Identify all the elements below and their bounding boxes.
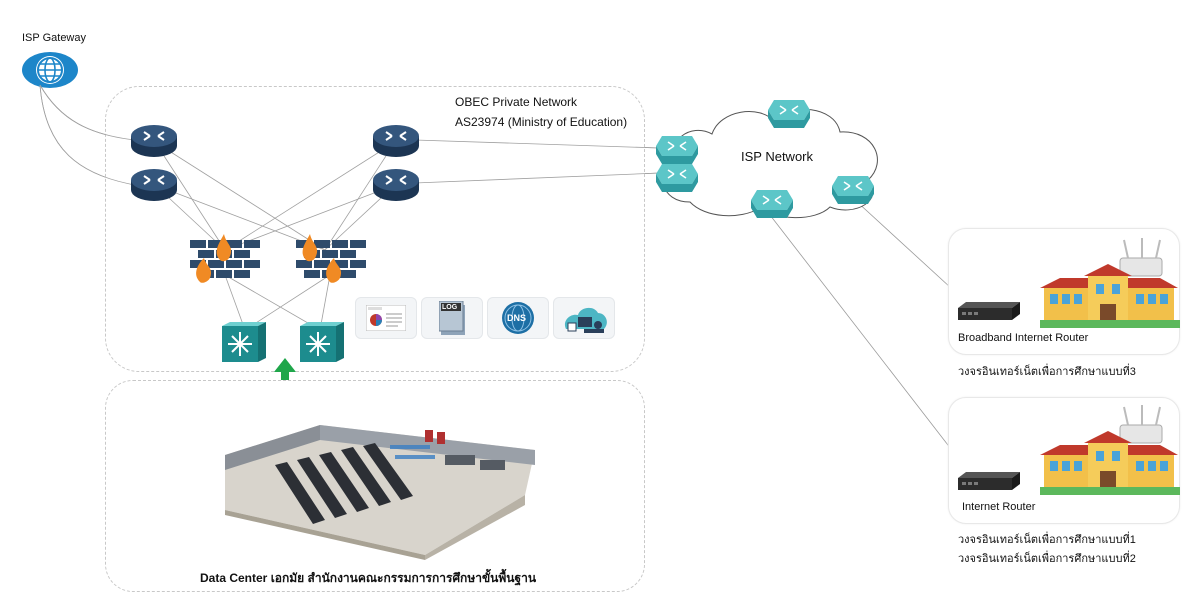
broadband-router-label: Broadband Internet Router	[958, 332, 1089, 344]
log-file-text: LOG	[442, 304, 458, 311]
globe-icon	[20, 50, 80, 90]
firewall-icon	[296, 232, 368, 289]
core-router-icon	[372, 168, 420, 207]
school-site-2-caption-1: วงจรอินเทอร์เน็ตเพื่อการศึกษาแบบที่1	[958, 534, 1136, 546]
service-tile-report	[355, 297, 417, 339]
dns-icon	[501, 301, 535, 340]
firewall-icon	[190, 232, 262, 289]
log-file-icon	[438, 300, 467, 340]
broadband-router-icon	[958, 302, 1020, 325]
core-router-icon	[130, 124, 178, 163]
isp-router-icon	[751, 190, 793, 223]
obec-asn: AS23974 (Ministry of Education)	[455, 115, 628, 129]
internet-router-label: Internet Router	[962, 501, 1036, 513]
isp-router-icon	[656, 136, 698, 169]
datacenter-label: Data Center เอกมัย สำนักงานคณะกรรมการการ…	[200, 571, 537, 585]
datacenter-illustration	[225, 410, 535, 565]
isp-router-icon	[768, 100, 810, 133]
isp-router-icon	[656, 164, 698, 197]
report-chart-icon	[365, 304, 407, 336]
dns-text: DNS	[507, 313, 527, 323]
l3-switch-icon	[300, 322, 344, 367]
internet-router-icon	[958, 472, 1020, 495]
isp-router-icon	[832, 176, 874, 209]
isp-network-label: ISP Network	[741, 149, 814, 164]
school-site-1-caption: วงจรอินเทอร์เน็ตเพื่อการศึกษาแบบที่3	[958, 366, 1136, 378]
obec-title: OBEC Private Network	[455, 95, 578, 109]
school-building-icon	[1040, 238, 1180, 333]
core-router-icon	[372, 124, 420, 163]
school-site-2-caption-2: วงจรอินเทอร์เน็ตเพื่อการศึกษาแบบที่2	[958, 553, 1136, 565]
school-building-icon	[1040, 405, 1180, 500]
core-router-icon	[130, 168, 178, 207]
monitoring-icon	[562, 303, 608, 340]
service-tile-dns: DNS	[487, 297, 549, 339]
l3-switch-icon	[222, 322, 266, 367]
isp-gateway-label: ISP Gateway	[22, 32, 86, 44]
service-tile-monitoring	[553, 297, 615, 339]
service-tile-log: LOG	[421, 297, 483, 339]
